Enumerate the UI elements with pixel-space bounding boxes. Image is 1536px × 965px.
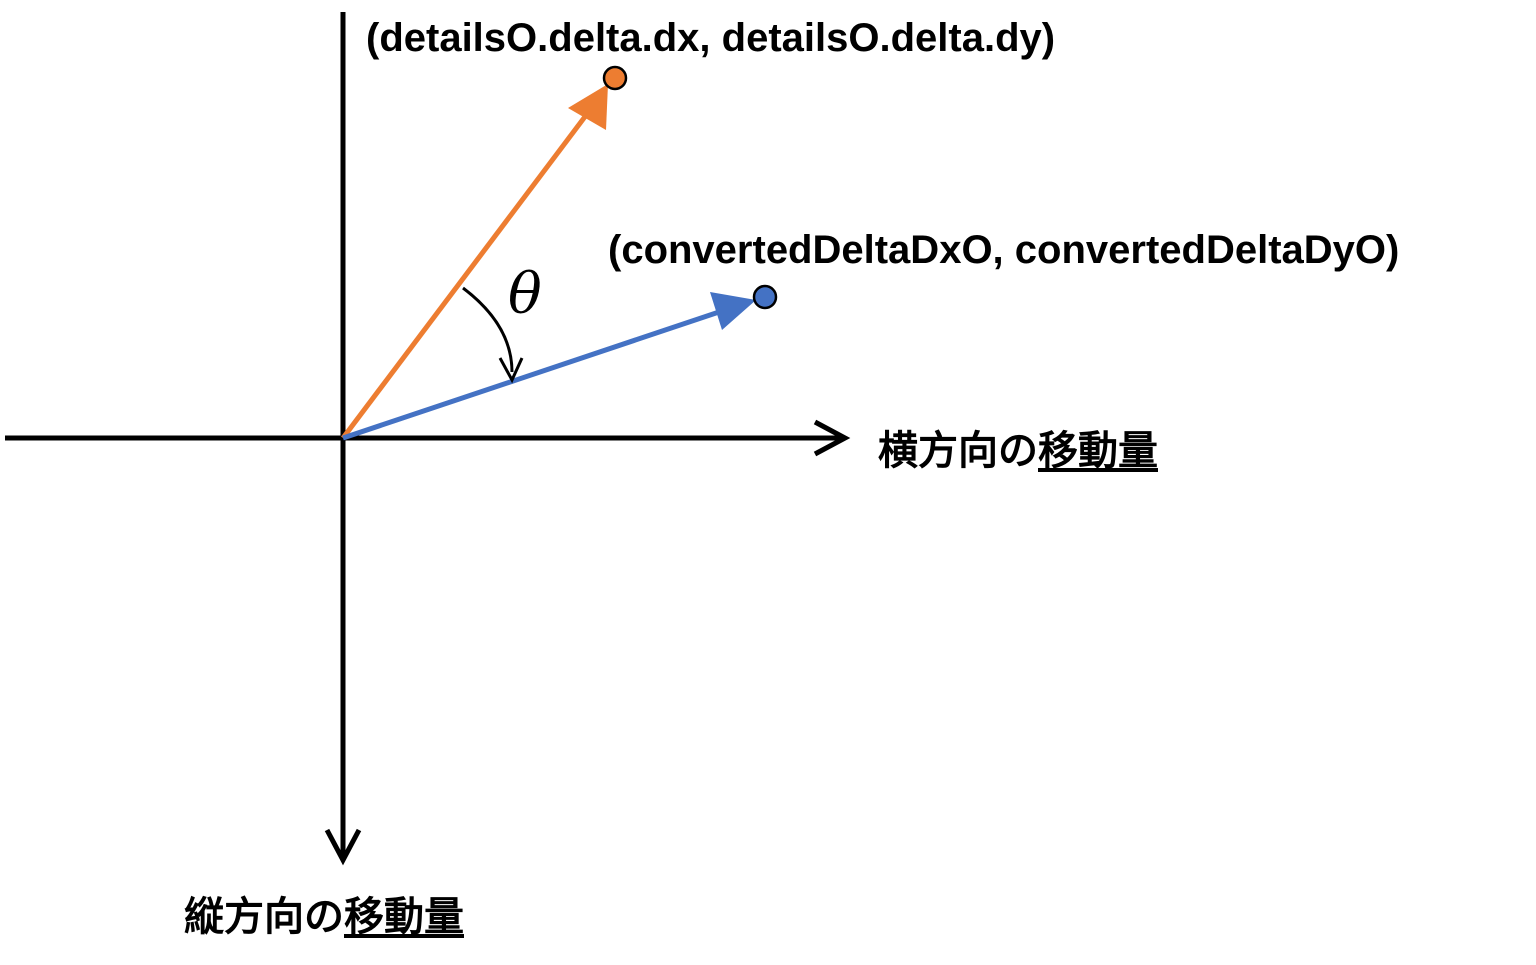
original-point-label: (detailsO.delta.dx, detailsO.delta.dy) <box>366 16 1056 60</box>
angle-arc-arrowhead <box>498 357 524 384</box>
angle-arc <box>462 286 514 373</box>
y-axis-label-underlined: 移動量 <box>344 895 464 939</box>
y-axis-label-prefix: 縦方向の <box>184 895 344 939</box>
x-axis-arrowhead <box>813 419 851 457</box>
converted-vector-arrowhead <box>710 292 756 330</box>
angle-label: θ <box>508 262 542 327</box>
original-vector-arrowhead <box>568 84 608 130</box>
x-axis-label-underlined: 移動量 <box>1038 429 1158 473</box>
original-point <box>602 65 628 91</box>
converted-vector <box>342 307 726 441</box>
x-axis-label-prefix: 横方向の <box>878 429 1038 473</box>
y-axis-arrowhead <box>324 828 362 866</box>
x-axis-label: 横方向の移動量 <box>878 418 1158 476</box>
y-axis-label: 縦方向の移動量 <box>184 884 464 942</box>
original-vector <box>341 108 592 440</box>
converted-point <box>752 284 778 310</box>
converted-point-label: (convertedDeltaDxO, convertedDeltaDyO) <box>608 228 1400 272</box>
